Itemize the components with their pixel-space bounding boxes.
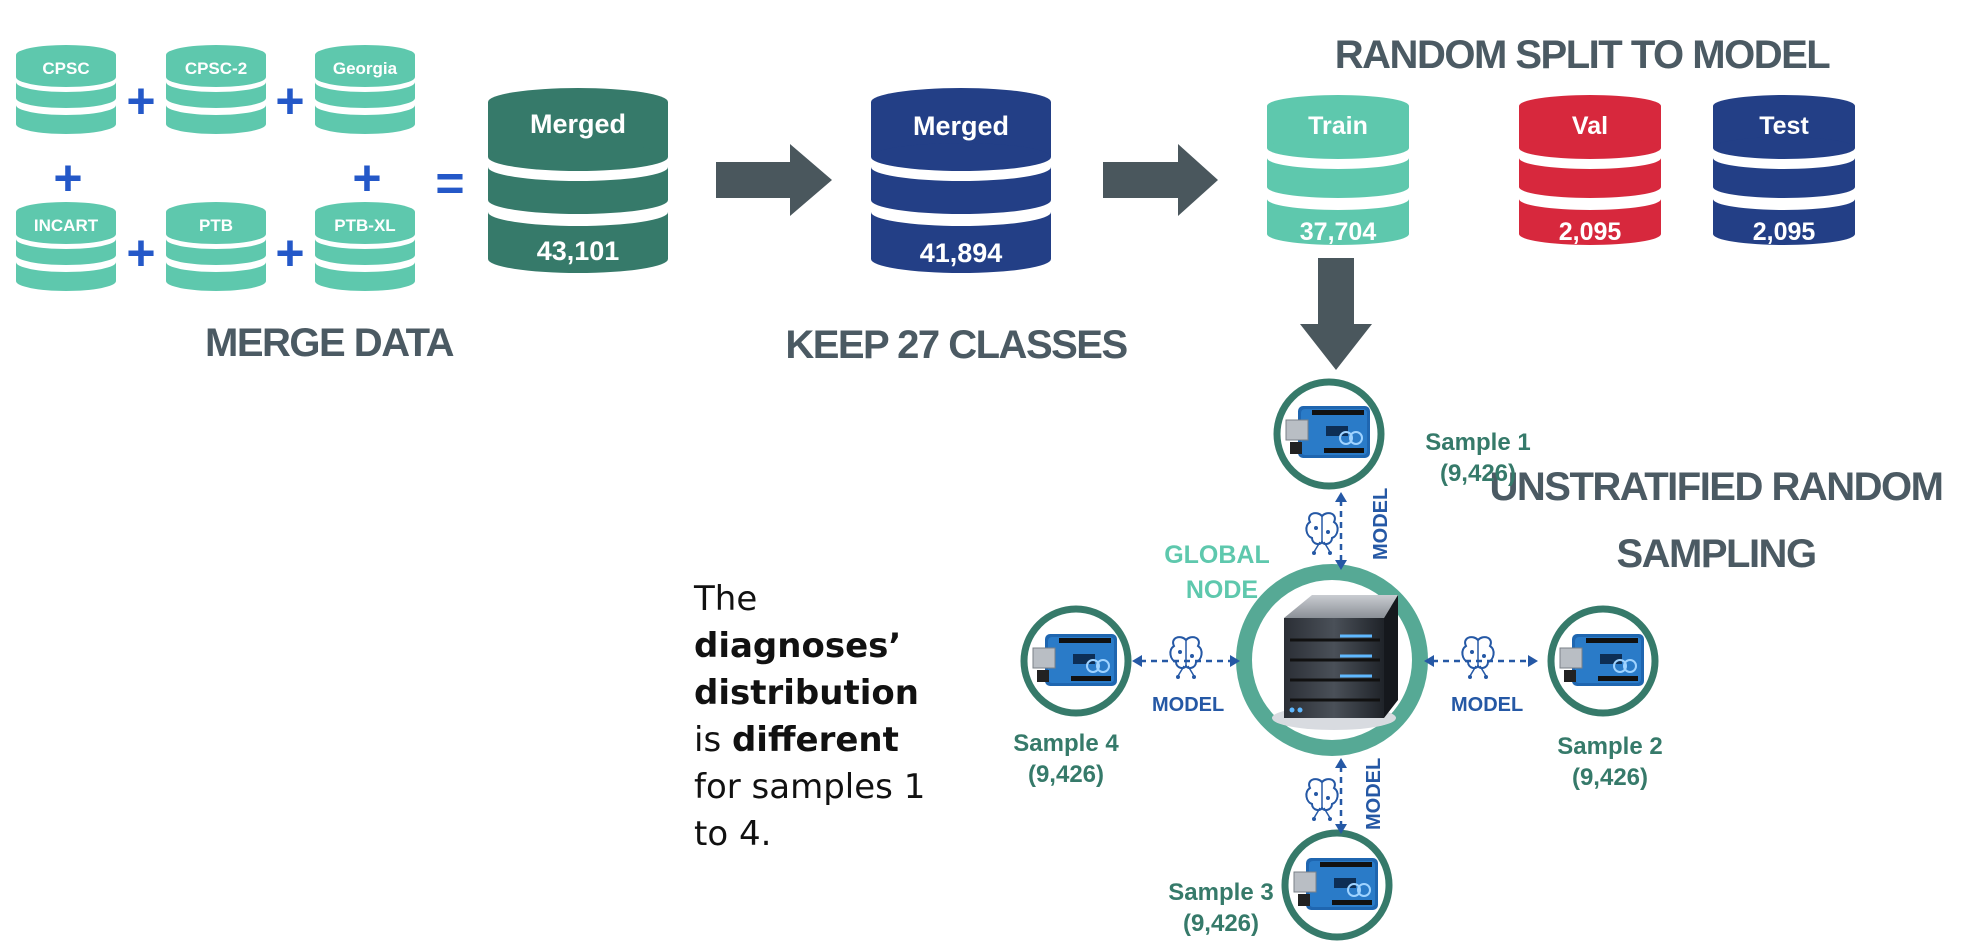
plus-sign: +	[275, 73, 304, 129]
db-merged-filtered: Merged 41,894	[871, 88, 1051, 273]
sample-node-4	[1020, 605, 1132, 717]
brain-model-icon	[1305, 512, 1339, 556]
sample-node-1	[1273, 378, 1385, 490]
db-ptbxl-label: PTB-XL	[334, 216, 395, 235]
sampling-heading-line2: SAMPLING	[1616, 532, 1815, 576]
arrowhead-icon	[1132, 655, 1142, 667]
db-merged-all: Merged 43,101	[488, 88, 668, 273]
sampling-heading-line1: UNSTRATIFIED RANDOM	[1490, 465, 1943, 509]
db-ptb-label: PTB	[199, 216, 233, 235]
sample-3-count: (9,426)	[1183, 910, 1259, 937]
db-ptb: PTB	[166, 202, 266, 291]
note-text: for samples 1 to 4.	[694, 767, 926, 854]
flow-arrow-down	[1300, 258, 1372, 370]
db-georgia-label: Georgia	[333, 59, 398, 78]
sample-4-name: Sample 4	[1013, 730, 1119, 757]
sample-4-count: (9,426)	[1028, 761, 1104, 788]
brain-model-icon	[1169, 636, 1203, 680]
arduino-board-icon	[1032, 633, 1118, 687]
sample-1-count: (9,426)	[1440, 460, 1516, 487]
plus-sign: +	[275, 225, 304, 281]
distribution-note: The diagnoses’ distribution is different…	[694, 576, 954, 858]
arduino-board-icon	[1285, 405, 1371, 459]
global-node	[1236, 564, 1428, 756]
flow-arrow	[716, 144, 832, 216]
arrowhead-icon	[1335, 492, 1347, 502]
db-cpsc2-label: CPSC-2	[185, 59, 247, 78]
arduino-board-icon	[1293, 857, 1379, 911]
arrowhead-icon	[1335, 824, 1347, 834]
sample-3-name: Sample 3	[1168, 879, 1273, 906]
db-test-label: Test	[1759, 112, 1809, 140]
arduino-board-icon	[1559, 633, 1645, 687]
db-val-count: 2,095	[1559, 218, 1622, 246]
arrowhead-icon	[1528, 655, 1538, 667]
db-incart-label: INCART	[34, 216, 99, 235]
sample-node-3	[1281, 829, 1393, 941]
arrowhead-icon	[1335, 560, 1347, 570]
db-merged-all-count: 43,101	[537, 236, 620, 266]
db-cpsc-label: CPSC	[42, 59, 89, 78]
global-node-label-line2: NODE	[1186, 576, 1258, 604]
plus-sign: +	[53, 150, 82, 206]
db-incart: INCART	[16, 202, 116, 291]
random-split-heading: RANDOM SPLIT TO MODEL	[1335, 33, 1830, 77]
model-label-top: MODEL	[1370, 488, 1392, 560]
db-train-count: 37,704	[1300, 218, 1377, 246]
merge-data-heading: MERGE DATA	[205, 321, 454, 365]
db-merged-all-label: Merged	[530, 109, 626, 139]
sample-2-count: (9,426)	[1572, 764, 1648, 791]
sample-1-name: Sample 1	[1425, 429, 1530, 456]
db-test: Test 2,095	[1713, 95, 1855, 246]
db-test-count: 2,095	[1753, 218, 1816, 246]
db-cpsc: CPSC	[16, 45, 116, 134]
sample-node-2	[1547, 605, 1659, 717]
keep-classes-heading: KEEP 27 CLASSES	[785, 323, 1127, 367]
brain-model-icon	[1461, 636, 1495, 680]
db-train-label: Train	[1308, 112, 1368, 140]
db-merged-filtered-label: Merged	[913, 111, 1009, 141]
arrowhead-icon	[1424, 655, 1434, 667]
plus-sign: +	[126, 225, 155, 281]
plus-sign: +	[126, 73, 155, 129]
sample-2-name: Sample 2	[1557, 733, 1662, 760]
model-label-bottom: MODEL	[1363, 758, 1385, 830]
db-georgia: Georgia	[315, 45, 415, 134]
equals-sign: =	[435, 155, 464, 211]
db-val: Val 2,095	[1519, 95, 1661, 246]
model-label-left: MODEL	[1152, 694, 1224, 716]
note-bold: different	[731, 720, 899, 760]
model-label-right: MODEL	[1451, 694, 1523, 716]
server-icon	[1272, 595, 1398, 730]
note-text: The	[694, 579, 758, 619]
db-merged-filtered-count: 41,894	[920, 238, 1003, 268]
flow-arrow	[1103, 144, 1218, 216]
arrowhead-icon	[1230, 655, 1240, 667]
plus-sign: +	[352, 150, 381, 206]
db-ptbxl: PTB-XL	[315, 202, 415, 291]
db-val-label: Val	[1572, 112, 1608, 140]
db-train: Train 37,704	[1267, 95, 1409, 246]
db-cpsc2: CPSC-2	[166, 45, 266, 134]
global-node-label-line1: GLOBAL	[1164, 541, 1270, 569]
brain-model-icon	[1305, 778, 1339, 822]
arrowhead-icon	[1335, 758, 1347, 768]
note-text: is	[694, 720, 732, 760]
note-bold: diagnoses’ distribution	[694, 626, 919, 713]
